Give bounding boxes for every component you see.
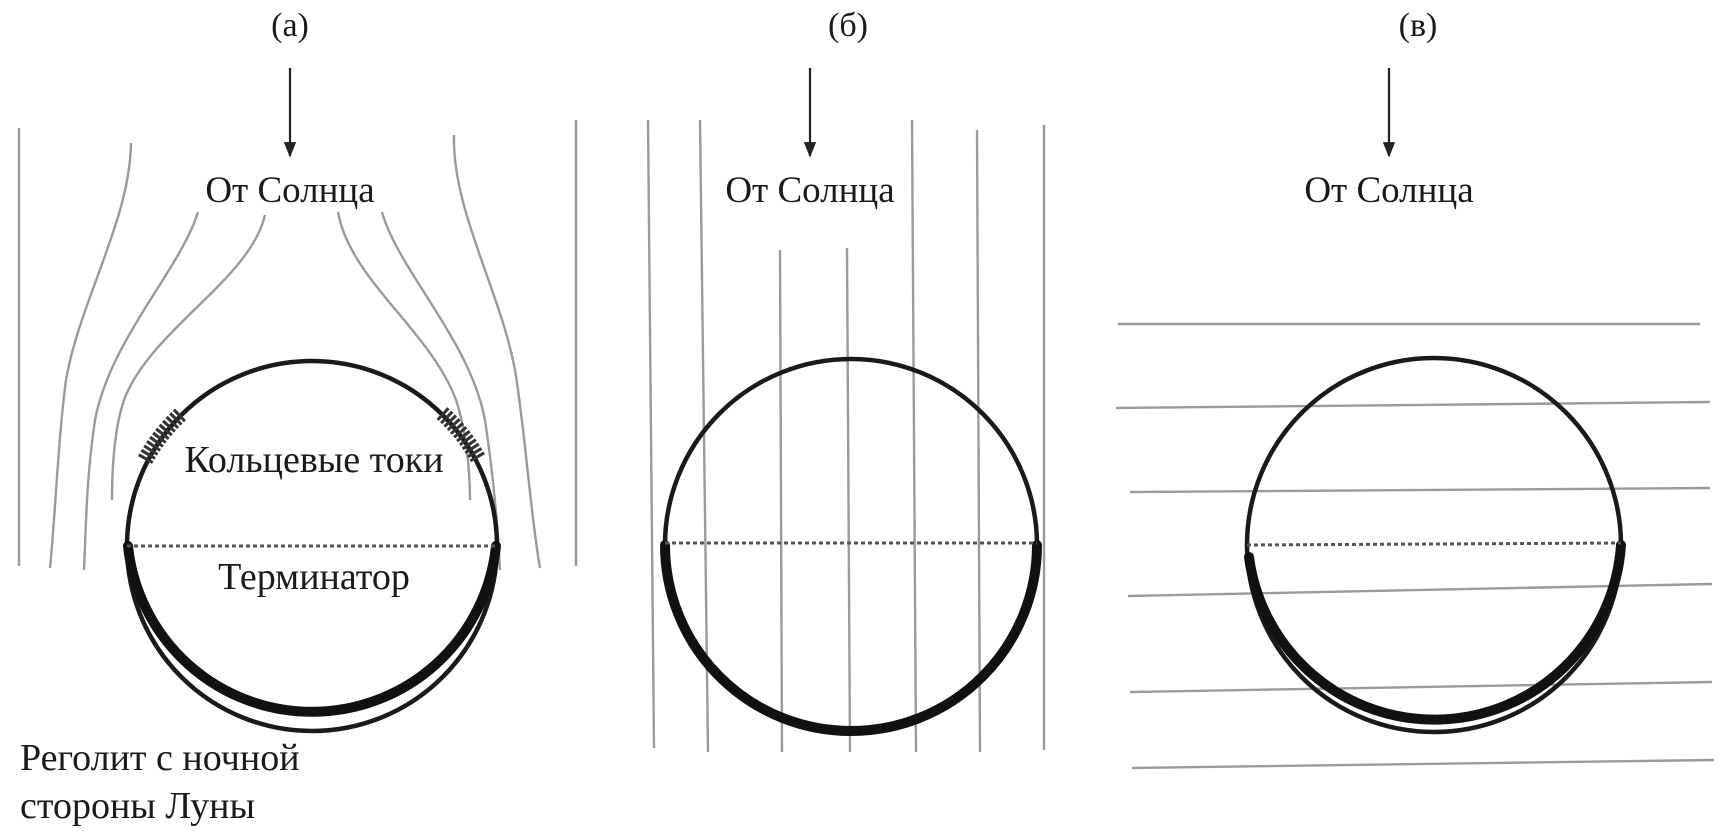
field-line — [110, 214, 267, 501]
panel-a-ring-current-right — [436, 407, 487, 465]
panel-a: (а) От Солнца Кольцевые токи Терминатор … — [17, 7, 578, 827]
field-line — [1127, 582, 1713, 598]
field-line — [1115, 400, 1711, 410]
field-line — [778, 249, 784, 753]
field-line — [48, 142, 133, 569]
field-line — [1131, 758, 1715, 770]
panel-b-field-lines — [646, 119, 1046, 753]
panel-a-moon — [123, 358, 501, 734]
panel-a-ring-current-left — [137, 407, 188, 465]
field-line — [845, 247, 852, 753]
panel-c-terminator-line — [1246, 541, 1622, 547]
panel-b-label: (б) — [828, 7, 868, 44]
panel-c: (в) От Солнца — [1115, 7, 1715, 770]
panel-a-sun-label: От Солнца — [205, 170, 374, 211]
terminator-label: Терминатор — [218, 556, 410, 598]
field-line — [1129, 486, 1711, 494]
regolith-label-line1: Реголит с ночной — [20, 737, 300, 779]
panel-a-label: (а) — [271, 7, 309, 44]
panel-c-label: (в) — [1399, 7, 1438, 44]
field-line — [452, 134, 542, 569]
panel-a-night-side — [123, 541, 501, 717]
panel-b-night-side — [660, 540, 1042, 736]
regolith-label-line2: стороны Луны — [20, 785, 255, 827]
field-line — [336, 211, 472, 501]
field-line — [82, 211, 200, 571]
panel-a-field-lines — [17, 120, 578, 571]
field-line — [646, 119, 656, 749]
panel-c-moon — [1244, 355, 1626, 735]
panel-b-sun-label: От Солнца — [725, 170, 894, 211]
field-line — [975, 129, 982, 753]
panel-c-sun-label: От Солнца — [1304, 170, 1473, 211]
field-line — [698, 119, 710, 753]
panel-b-moon — [660, 356, 1042, 736]
ring-currents-label: Кольцевые токи — [184, 439, 443, 481]
panel-b: (б) От Солнца — [646, 7, 1046, 753]
field-line — [910, 119, 918, 753]
field-line — [1129, 680, 1713, 694]
panel-c-night-side — [1244, 540, 1626, 725]
